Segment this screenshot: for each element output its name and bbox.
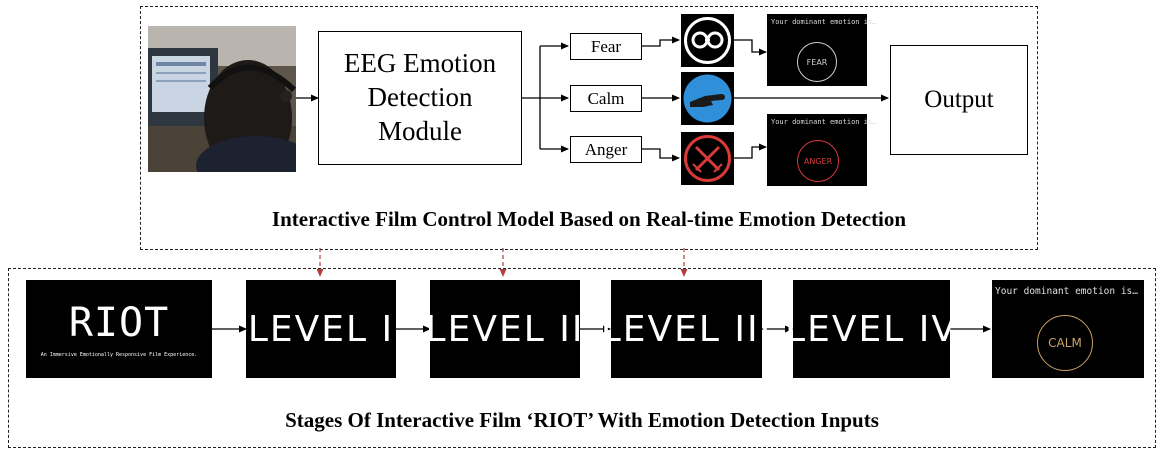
level-1-label: LEVEL I <box>247 308 395 350</box>
anger-result-ring: ANGER <box>797 140 839 182</box>
level-4-label: LEVEL IV <box>785 308 958 350</box>
emotion-calm-label: Calm <box>587 88 625 108</box>
realtime-model-panel <box>140 6 1038 250</box>
level-2-label: LEVEL II <box>425 308 585 350</box>
emotion-calm-box: Calm <box>570 85 642 112</box>
film-stages-panel <box>8 268 1156 448</box>
level-3-card: LEVEL III <box>601 280 770 378</box>
emotion-anger-label: Anger <box>584 139 628 159</box>
bottom-caption: Stages Of Interactive Film ‘RIOT’ With E… <box>285 408 879 432</box>
crossed-swords-icon <box>681 132 734 185</box>
handcuffs-icon <box>681 14 734 67</box>
emotion-anger-box: Anger <box>570 136 642 163</box>
output-box: Output <box>890 45 1028 155</box>
fear-screen-text: Your dominant emotion is… <box>771 18 877 26</box>
fear-result-screen: Your dominant emotion is… FEAR <box>767 14 876 86</box>
output-label: Output <box>924 86 994 113</box>
anger-result-label: ANGER <box>803 156 833 166</box>
calm-result-ring: CALM <box>1037 315 1093 371</box>
level-2-card: LEVEL II <box>426 280 582 378</box>
level-1-card: LEVEL I <box>246 280 396 378</box>
emotion-fear-label: Fear <box>590 36 622 56</box>
calm-screen-text: Your dominant emotion is… <box>995 286 1138 297</box>
level-3-label: LEVEL III <box>600 308 773 350</box>
fear-result-label: FEAR <box>806 57 828 67</box>
riot-title-card: RIOT An Immersive Emotionally Responsive… <box>26 280 212 378</box>
riot-subtitle: An Immersive Emotionally Responsive Film… <box>40 352 198 358</box>
anger-screen-text: Your dominant emotion is… <box>771 118 877 126</box>
hand-icon <box>681 72 734 125</box>
level-4-card: LEVEL IV <box>785 280 956 378</box>
fear-result-ring: FEAR <box>797 42 837 82</box>
eeg-emotion-detection-module: EEG Emotion Detection Module <box>318 31 522 165</box>
calm-result-label: CALM <box>1048 336 1082 350</box>
anger-result-screen: Your dominant emotion is… ANGER <box>767 114 876 186</box>
top-caption: Interactive Film Control Model Based on … <box>271 207 907 231</box>
riot-title: RIOT <box>68 300 170 346</box>
emotion-fear-box: Fear <box>570 33 642 60</box>
participant-photo <box>148 26 296 172</box>
calm-result-screen: Your dominant emotion is… CALM <box>992 280 1144 378</box>
module-label: EEG Emotion Detection Module <box>343 48 497 146</box>
